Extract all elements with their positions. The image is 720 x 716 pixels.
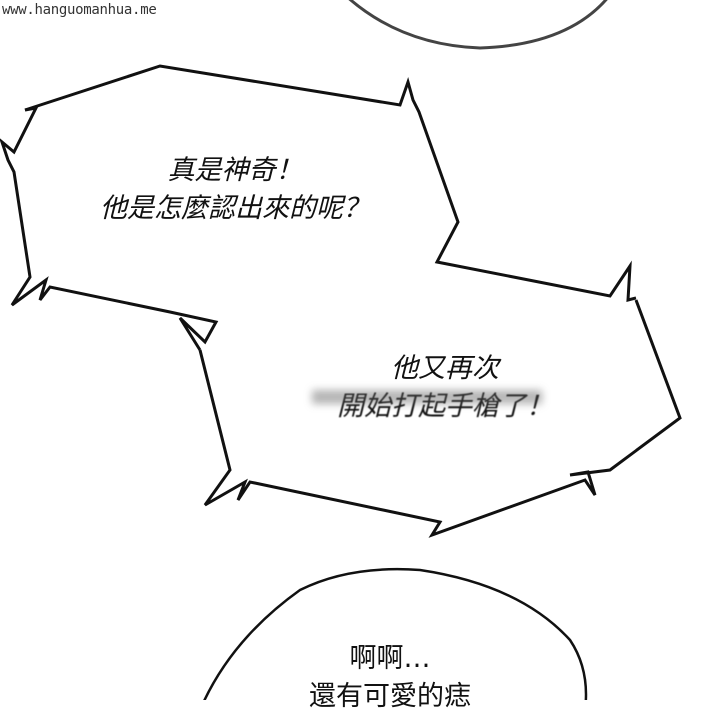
speech-bubble-1-text: 真是神奇！ 他是怎麼認出來的呢？ xyxy=(60,152,410,228)
bubble-3-line-1: 啊啊… xyxy=(349,643,431,674)
bubble-1-line-2: 他是怎麼認出來的呢？ xyxy=(100,193,370,224)
jagged-bubble-1-outline xyxy=(24,64,637,302)
bottom-round-bubble-outline xyxy=(203,567,588,700)
bubble-2-line-1: 他又再次 xyxy=(391,353,499,384)
bubble-1-line-1: 真是神奇！ xyxy=(167,155,303,186)
speech-bubble-2-text: 他又再次 開始打起手槍了！ xyxy=(300,350,590,426)
censor-blur xyxy=(312,390,542,404)
speech-bubble-outlines xyxy=(0,0,682,700)
watermark: www.hanguomanhua.me xyxy=(2,2,157,18)
bubble-3-line-2: 還有可愛的痣 xyxy=(309,681,471,712)
jagged-bubble-2-outline xyxy=(198,299,682,538)
speech-bubble-3-text: 啊啊… 還有可愛的痣 xyxy=(270,640,510,716)
top-ellipse-bubble-outline xyxy=(348,0,608,50)
bubble-2-line-2: 開始打起手槍了！ xyxy=(337,391,553,422)
bubble-2-line-2-censored: 開始打起手槍了！ xyxy=(300,388,590,426)
